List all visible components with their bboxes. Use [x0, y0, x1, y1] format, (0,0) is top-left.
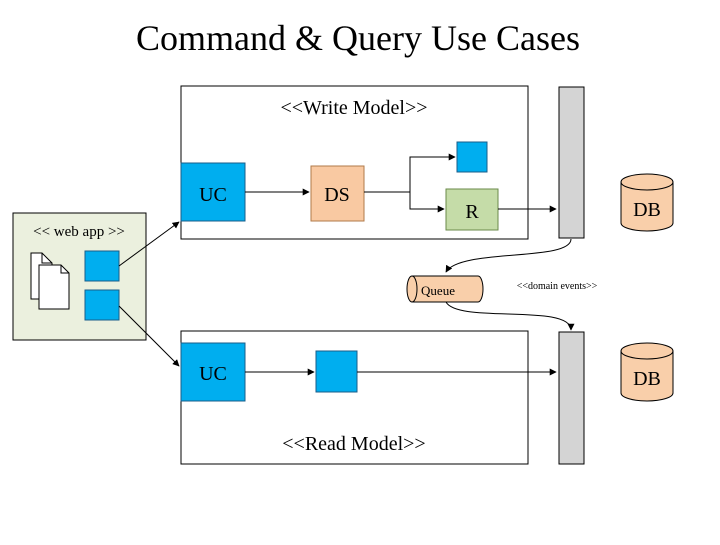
command-to-write-uc-arrow [118, 221, 180, 267]
web-app: << web app >> [12, 212, 180, 367]
db-top-label: DB [633, 199, 661, 221]
db-top: DB [620, 173, 674, 232]
read-event-bus [558, 331, 585, 465]
domain-service-label: DS [324, 184, 350, 206]
db-bottom-cylinder [620, 351, 674, 402]
domain-events-label: <<domain events>> [517, 281, 598, 292]
web-app-command-box [84, 250, 120, 282]
queue: Queue [406, 275, 484, 303]
queue-label: Queue [421, 283, 455, 298]
repository-label: R [465, 201, 479, 223]
queue-cylinder-end [406, 275, 418, 303]
page-title: Command & Query Use Cases [136, 18, 580, 58]
write-model-label: <<Write Model>> [280, 97, 427, 119]
write-bus-to-queue-arrow [445, 238, 572, 273]
ds-to-repository-arrow [409, 192, 445, 213]
read-uc-label: UC [199, 363, 227, 385]
db-top-cylinder-cap [620, 173, 674, 191]
db-bottom: DB [620, 342, 674, 402]
queue-to-read-bus-arrow [445, 301, 575, 331]
read-view-box [315, 350, 358, 393]
entity-box [456, 141, 488, 173]
domain-service-box [310, 165, 365, 222]
query-to-read-uc-arrow [118, 305, 180, 367]
write-model: <<Write Model>> UC DS R [180, 85, 557, 240]
web-app-label: << web app >> [33, 224, 125, 240]
queue-cylinder [411, 275, 484, 303]
db-bottom-cylinder-cap [620, 342, 674, 360]
web-app-query-box [84, 289, 120, 321]
read-model-label: <<Read Model>> [282, 433, 425, 455]
ds-to-entity-arrow [409, 153, 456, 192]
db-bottom-label: DB [633, 368, 661, 390]
read-uc-box [180, 342, 246, 402]
write-uc-box [180, 162, 246, 222]
write-event-bus [558, 86, 585, 239]
read-model: <<Read Model>> UC [180, 330, 557, 465]
write-uc-label: UC [199, 184, 227, 206]
documents-icon [30, 252, 70, 310]
db-top-cylinder [620, 182, 674, 232]
